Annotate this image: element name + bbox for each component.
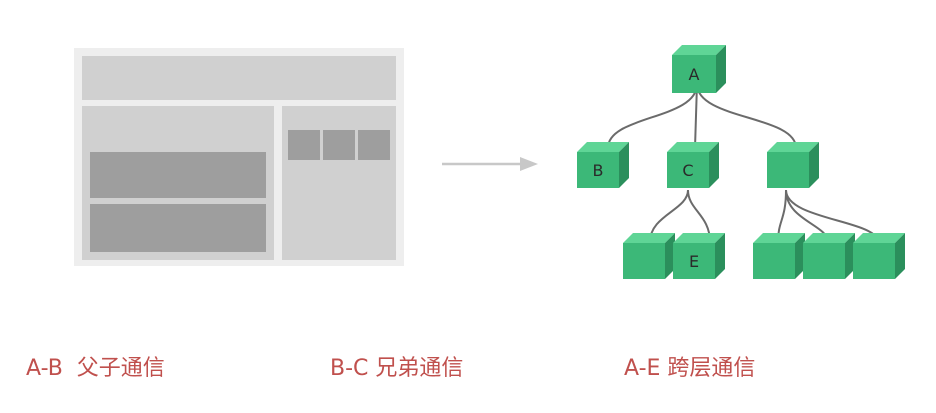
cube-right-child-2 [803, 233, 855, 279]
cube-c-child [623, 233, 675, 279]
cube-e-label: E [689, 252, 699, 271]
edge-a-b [607, 83, 698, 149]
cube-right [767, 142, 819, 188]
cube-right-child-1 [753, 233, 805, 279]
caption-cross-level: A-E 跨层通信 [624, 356, 756, 381]
component-tree: A B C E [577, 45, 905, 279]
cube-c: C [667, 142, 719, 188]
edge-a-right [696, 83, 797, 149]
cube-b-label: B [593, 161, 604, 180]
cube-c-label: C [682, 161, 693, 180]
wireframe-sidebar-tile-2 [323, 130, 355, 160]
page-layout-wireframe [74, 48, 404, 266]
cube-a-label: A [689, 65, 700, 84]
caption-sibling: B-C 兄弟通信 [330, 356, 464, 381]
cube-right-child-3 [853, 233, 905, 279]
right-arrow-icon [442, 157, 538, 171]
wireframe-content-block-1 [90, 152, 266, 198]
wireframe-content-block-2 [90, 204, 266, 252]
edge-a-c [694, 83, 698, 149]
cube-b: B [577, 142, 629, 188]
caption-parent-child: A-B 父子通信 [26, 356, 165, 381]
cube-a: A [672, 45, 726, 93]
wireframe-header [82, 56, 396, 100]
wireframe-sidebar-tile-1 [288, 130, 320, 160]
cube-e: E [673, 233, 725, 279]
tree-edges [607, 83, 879, 243]
wireframe-sidebar-tile-3 [358, 130, 390, 160]
